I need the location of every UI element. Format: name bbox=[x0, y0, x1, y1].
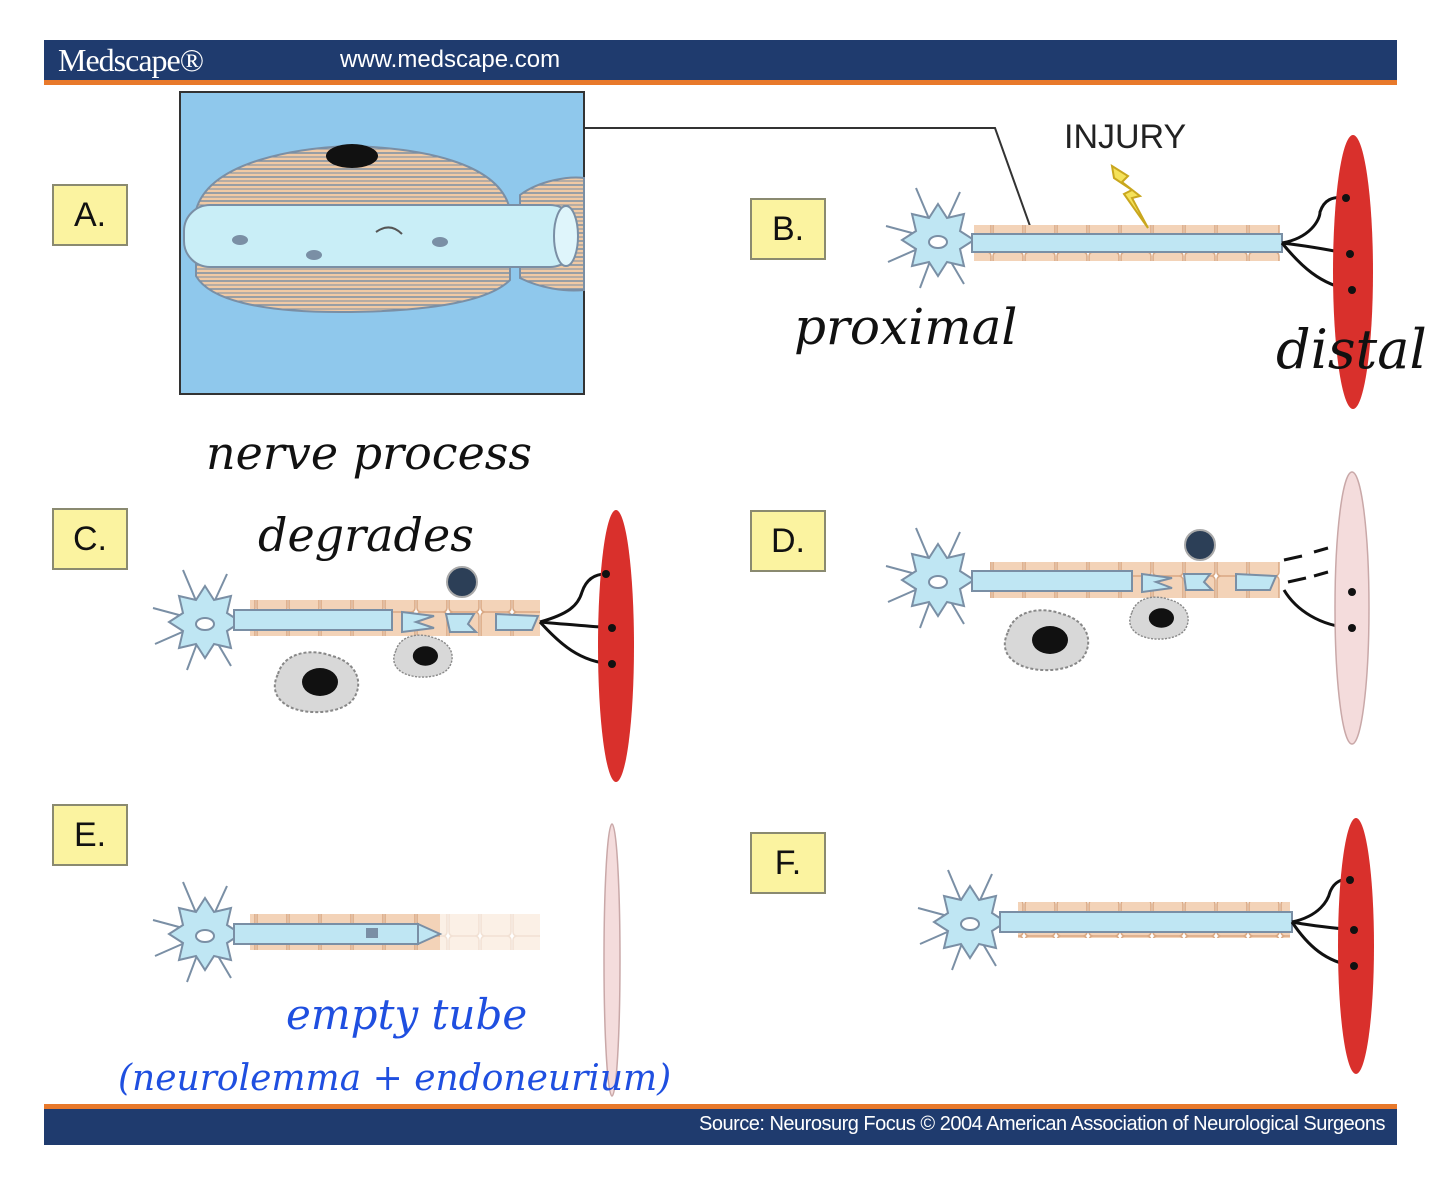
source-citation: Source: Neurosurg Focus © 2004 American … bbox=[698, 1113, 1386, 1135]
header-bar: Medscape® www.medscape.com bbox=[44, 40, 1397, 85]
distal-note: distal bbox=[1276, 318, 1427, 381]
neurolemma-note: (neurolemma + endoneurium) bbox=[118, 1058, 672, 1099]
panel-c-muscle bbox=[598, 510, 634, 782]
inset-pointer-line bbox=[584, 127, 1031, 227]
panel-e-neuron bbox=[152, 881, 540, 983]
panel-f-muscle bbox=[1338, 818, 1374, 1074]
nerve-process-note: nerve process bbox=[206, 426, 532, 480]
panel-label-f: F. bbox=[750, 832, 826, 894]
panel-d-neuron bbox=[885, 527, 1353, 672]
panel-f-neuron bbox=[917, 869, 1355, 971]
panel-label-d: D. bbox=[750, 510, 826, 572]
panel-e-muscle-atrophied bbox=[603, 823, 621, 1097]
panel-b-neuron bbox=[885, 187, 1353, 292]
panel-c-neuron bbox=[152, 566, 613, 714]
panel-label-c: C. bbox=[52, 508, 128, 570]
panel-d-muscle-atrophied bbox=[1334, 471, 1370, 745]
footer-bar: Source: Neurosurg Focus © 2004 American … bbox=[44, 1104, 1397, 1145]
empty-tube-note: empty tube bbox=[286, 990, 528, 1039]
proximal-note: proximal bbox=[794, 298, 1018, 356]
panel-label-a: A. bbox=[52, 184, 128, 246]
panel-label-b: B. bbox=[750, 198, 826, 260]
panel-b-muscle bbox=[1333, 135, 1373, 409]
header-url: www.medscape.com bbox=[340, 46, 561, 73]
lightning-icon bbox=[1110, 163, 1149, 229]
injury-label: INJURY bbox=[1064, 118, 1187, 156]
panel-a-inset bbox=[179, 91, 585, 395]
medscape-logo: Medscape® bbox=[58, 42, 204, 78]
degrades-note: degrades bbox=[258, 508, 474, 562]
panel-label-e: E. bbox=[52, 804, 128, 866]
